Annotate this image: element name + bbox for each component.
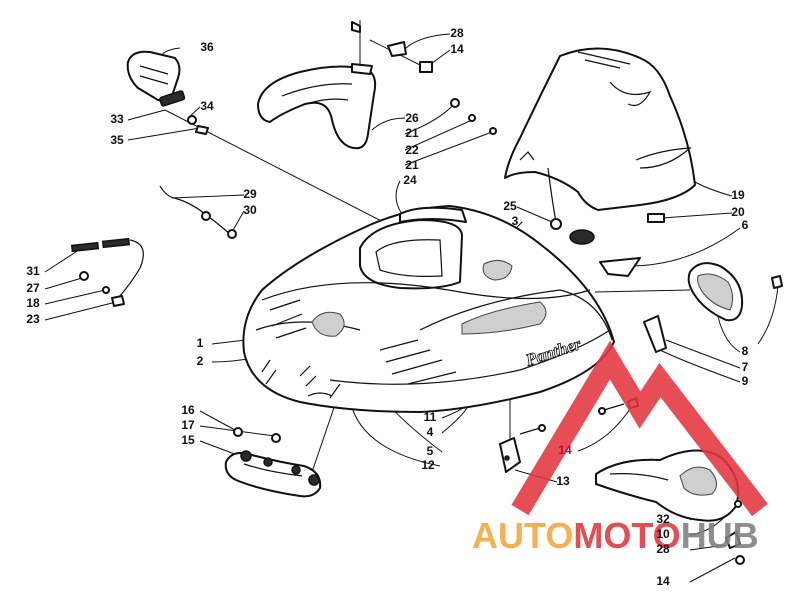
callout-c25: 25 [503, 199, 517, 213]
callout-c36: 36 [200, 40, 214, 54]
callout-c28a: 28 [450, 26, 464, 40]
callout-c28b: 28 [656, 542, 670, 556]
trim-piece-part [599, 257, 641, 277]
callout-c4: 4 [427, 425, 434, 439]
bracket-7-9-part [643, 315, 667, 353]
callout-c22: 22 [405, 143, 419, 157]
callout-c14b: 14 [558, 443, 572, 457]
callout-c14c: 14 [656, 574, 670, 588]
callout-c23: 23 [26, 312, 40, 326]
callout-c29: 29 [243, 187, 257, 201]
callout-c3: 3 [512, 214, 519, 228]
grommet-part [547, 167, 595, 245]
callout-c12: 12 [421, 458, 435, 472]
callout-c34: 34 [200, 99, 214, 113]
watermark-triangle-logo [511, 340, 768, 517]
callout-c24: 24 [403, 173, 417, 187]
callout-c17: 17 [181, 418, 195, 432]
callout-c11: 11 [424, 410, 437, 424]
callout-c26: 26 [405, 111, 419, 125]
callout-c1: 1 [197, 336, 204, 350]
callout-c35: 35 [110, 133, 124, 147]
callout-c32: 32 [656, 512, 670, 526]
windshield-part [504, 47, 696, 223]
callout-c14a: 14 [450, 42, 464, 56]
mirror-part [126, 50, 209, 135]
callout-c15: 15 [181, 433, 195, 447]
watermark-word-moto: MOTO [573, 515, 680, 556]
callout-c10: 10 [656, 527, 670, 541]
screws-21-22 [450, 98, 497, 135]
bracket-13-part [499, 424, 546, 473]
hood-part: Panther [242, 205, 615, 413]
callout-c33: 33 [110, 112, 124, 126]
cable-assembly-part [70, 185, 237, 307]
watermark-word-hub: HUB [681, 515, 759, 556]
callout-c7: 7 [742, 360, 749, 374]
callout-c31: 31 [26, 264, 40, 278]
callout-c6: 6 [742, 218, 749, 232]
side-panel-part [595, 449, 745, 565]
callout-c21b: 21 [405, 158, 419, 172]
callout-c8: 8 [742, 344, 749, 358]
callout-c18: 18 [26, 296, 40, 310]
callout-c30: 30 [243, 203, 257, 217]
lower-bracket-part [224, 427, 322, 498]
watermark-word-auto: AUTO [472, 515, 573, 556]
callout-c21a: 21 [405, 126, 419, 140]
headlight-lens-part [687, 262, 783, 322]
callout-c19: 19 [731, 188, 745, 202]
callout-c16: 16 [181, 403, 195, 417]
callout-c20: 20 [731, 205, 745, 219]
watermark: AUTOMOTOHUB [472, 340, 768, 556]
watermark-text: AUTOMOTOHUB [472, 515, 759, 556]
dash-panel-part [257, 21, 433, 150]
callout-c2: 2 [197, 354, 204, 368]
callout-c5: 5 [427, 444, 434, 458]
callout-c27: 27 [26, 281, 40, 295]
callout-c9: 9 [742, 374, 749, 388]
callout-labels: 1234567891011121314141415161718192021212… [26, 26, 748, 588]
callout-c13: 13 [556, 474, 570, 488]
